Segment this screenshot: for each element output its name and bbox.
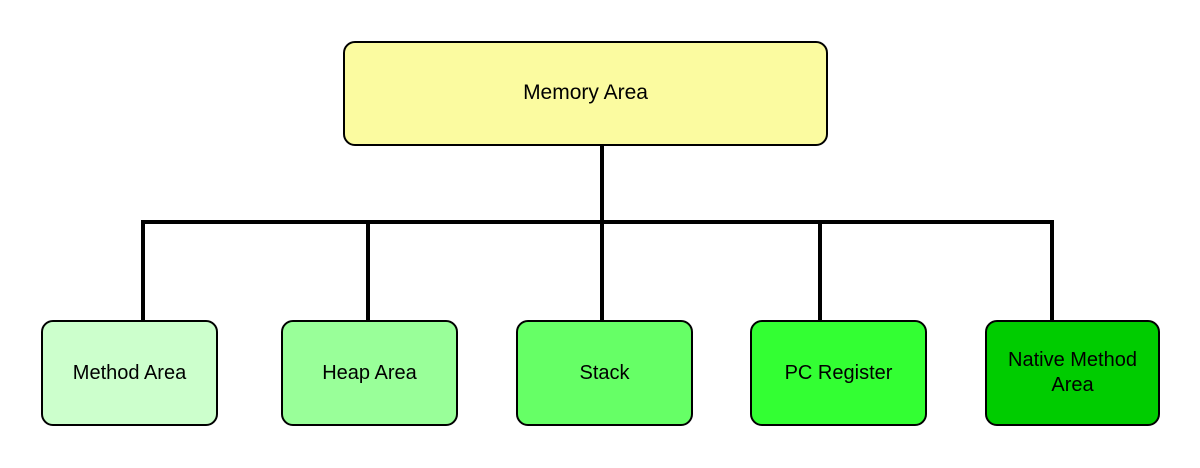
node-pc-register-label: PC Register <box>784 361 893 384</box>
node-heap-area-label: Heap Area <box>322 361 417 384</box>
connector-drop-pc-register <box>818 220 822 320</box>
connector-drop-heap-area <box>366 220 370 320</box>
node-heap-area[interactable]: Heap Area <box>281 320 458 426</box>
node-stack[interactable]: Stack <box>516 320 693 426</box>
connector-drop-stack <box>600 220 604 320</box>
node-memory-area[interactable]: Memory Area <box>343 41 828 146</box>
connector-drop-native-method-area <box>1050 220 1054 320</box>
node-method-area-label: Method Area <box>72 361 187 384</box>
node-stack-label: Stack <box>579 361 630 384</box>
connector-root-stem <box>600 146 604 224</box>
node-memory-area-label: Memory Area <box>523 81 648 105</box>
node-method-area[interactable]: Method Area <box>41 320 218 426</box>
node-native-method-area[interactable]: Native Method Area <box>985 320 1160 426</box>
node-pc-register[interactable]: PC Register <box>750 320 927 426</box>
connector-horizontal-bus <box>141 220 1054 224</box>
node-native-method-area-label: Native Method Area <box>1008 349 1137 396</box>
connector-drop-method-area <box>141 220 145 320</box>
